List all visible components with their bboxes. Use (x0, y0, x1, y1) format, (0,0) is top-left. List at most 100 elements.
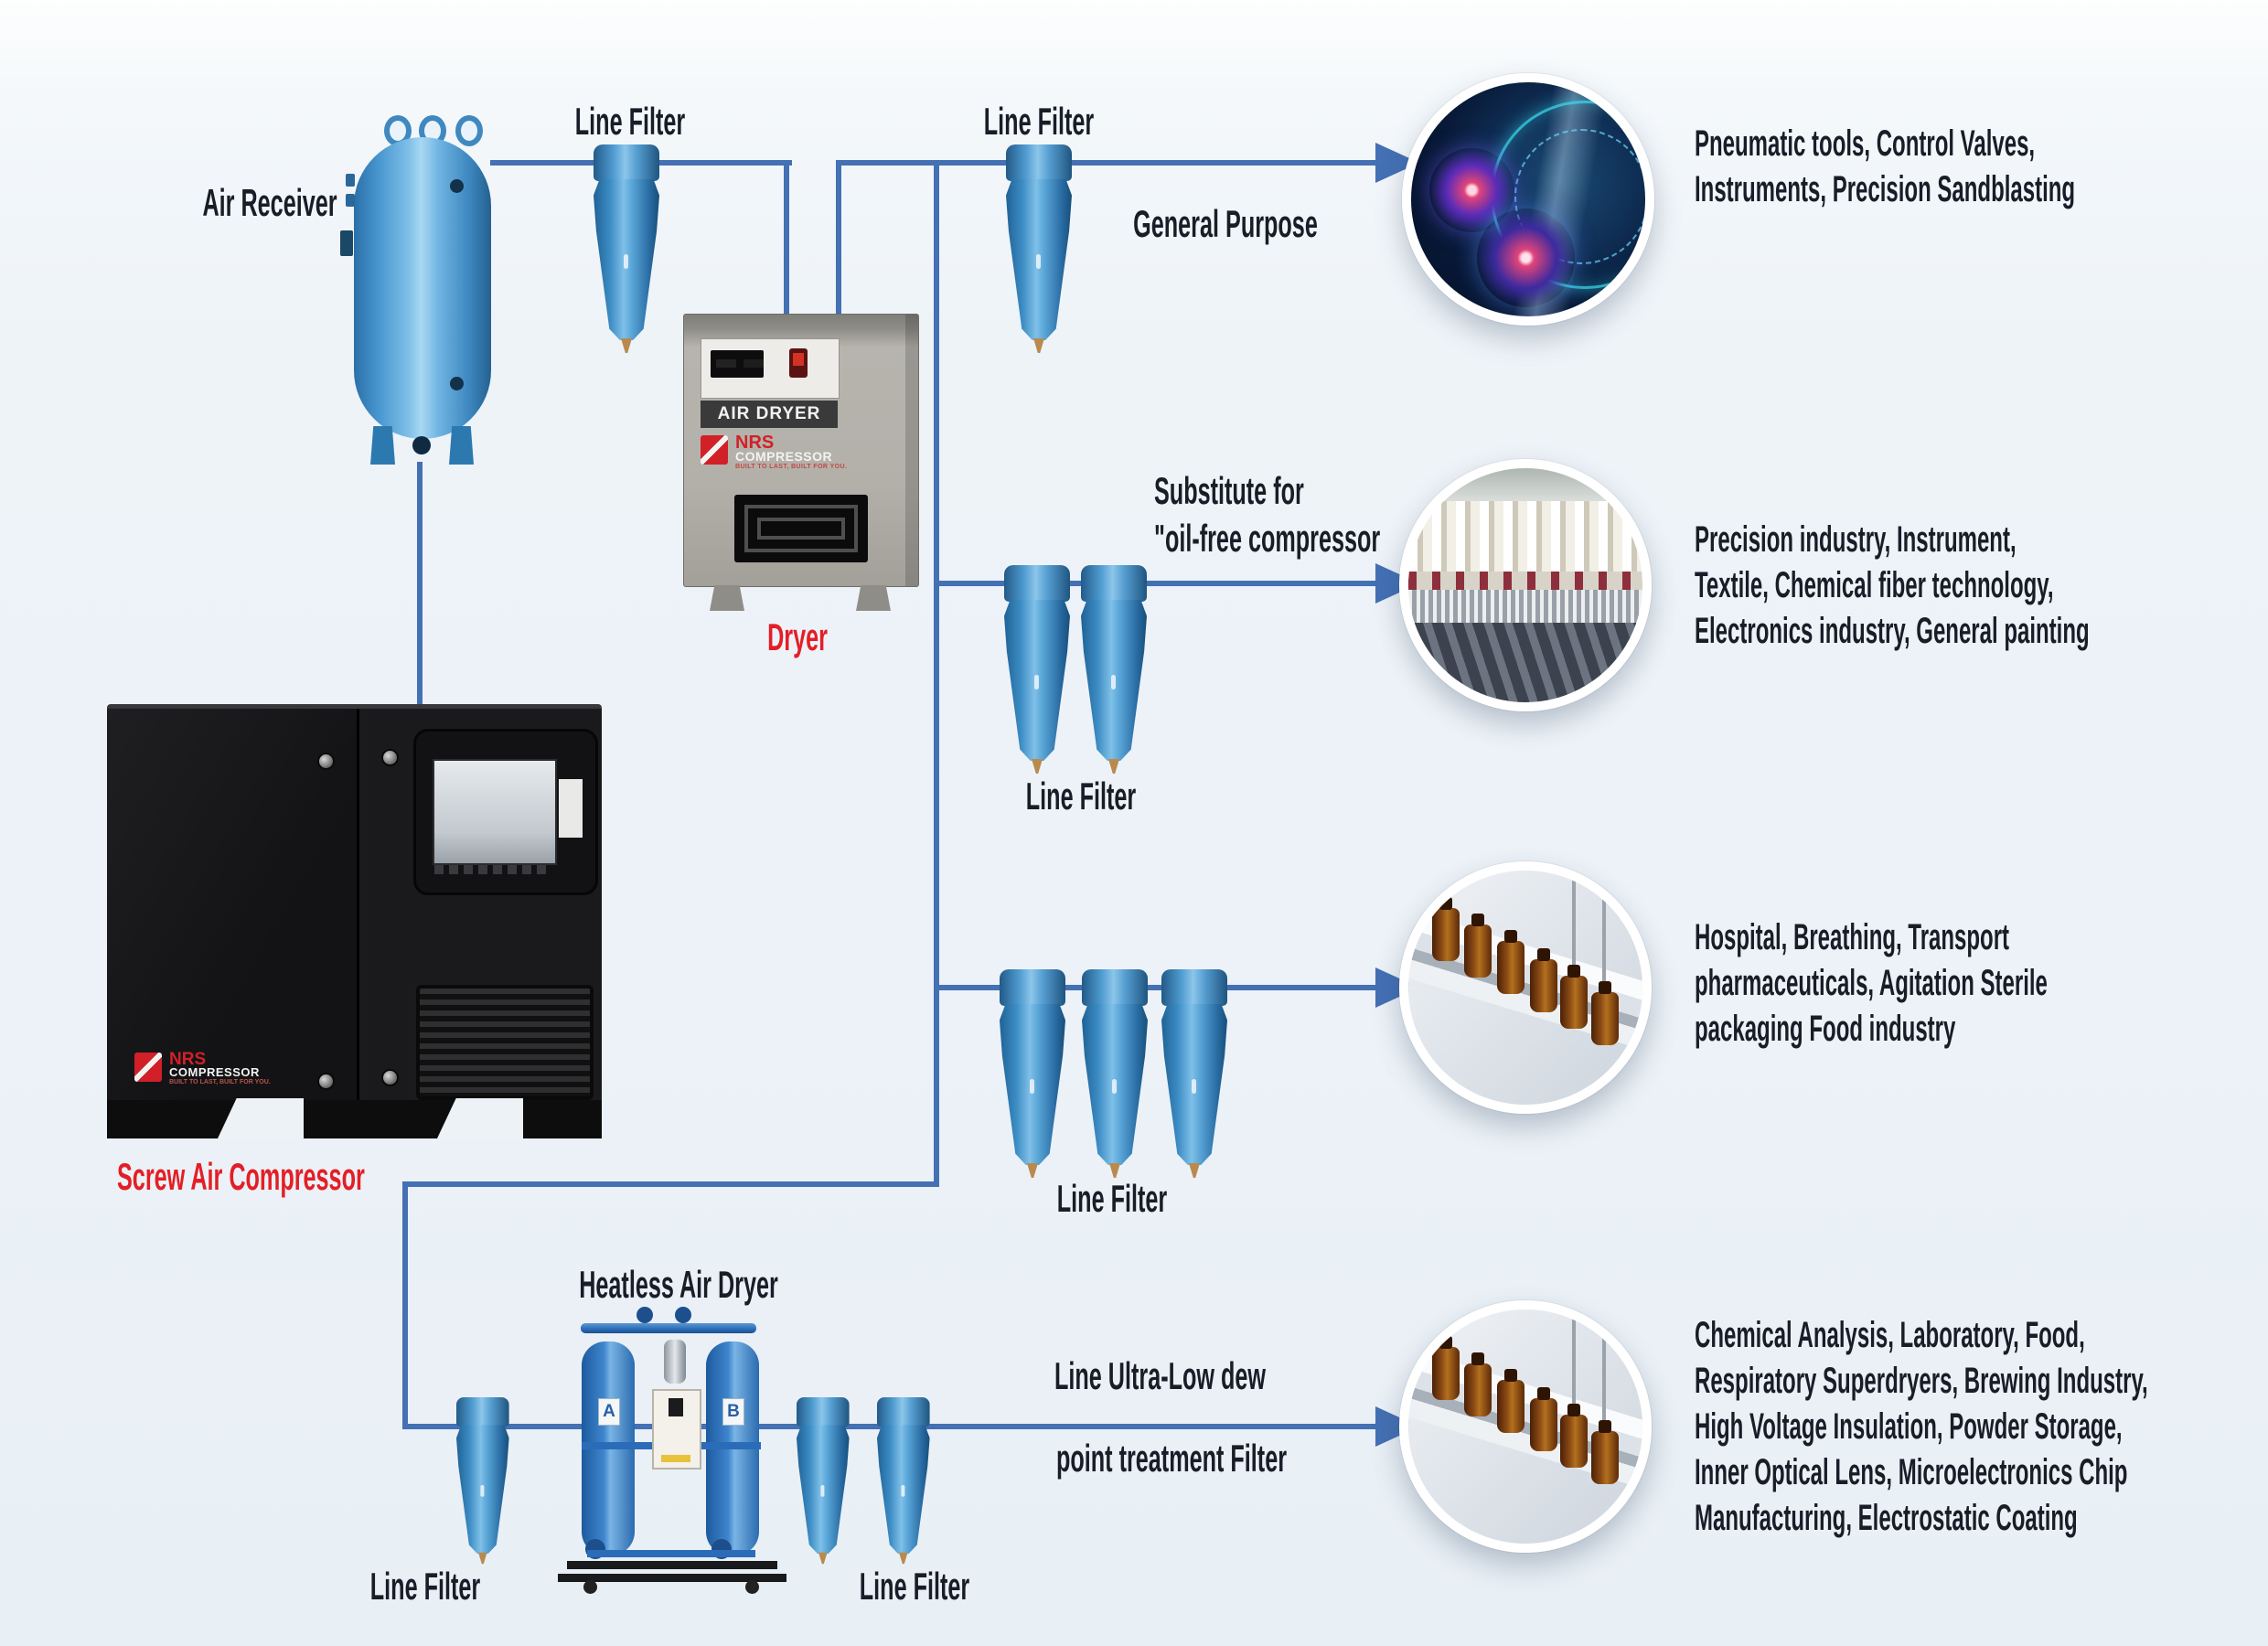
dryer-leg-icon (710, 585, 744, 611)
compressor-control-screen (413, 729, 598, 895)
filter-drain-tip (899, 1552, 908, 1565)
tank-lug-icon (455, 115, 483, 146)
bottle-icon (1560, 1404, 1589, 1469)
caster-wheel-icon (583, 1580, 597, 1594)
compressor-panel-seam (357, 709, 359, 1138)
label-dryer: Dryer (767, 615, 828, 658)
line-filter-unit (456, 1397, 509, 1567)
line-filter-unit (877, 1397, 930, 1567)
application-text-line: Chemical Analysis, Laboratory, Food, (1695, 1315, 2085, 1355)
filter-drain-tip (818, 1552, 828, 1565)
application-text-1: Pneumatic tools, Control Valves, Instrum… (1695, 121, 2268, 212)
label-substitute-line2: "oil-free compressor (1154, 517, 1381, 560)
refrigerated-dryer-unit: AIR DRYER NRS COMPRESSOR BUILT TO LAST, … (683, 314, 919, 611)
application-text-line: High Voltage Insulation, Powder Storage, (1695, 1406, 2123, 1447)
tank-fitting-icon (346, 174, 355, 187)
bolt-icon (317, 1073, 335, 1090)
application-text-line: Textile, Chemical fiber technology, (1695, 565, 2054, 605)
dryer-power-switch (789, 348, 808, 378)
coil-row (1408, 590, 1642, 625)
tank-leg-icon (370, 426, 395, 465)
brand-name: NRS (735, 433, 775, 453)
application-text-line: Electronics industry, General painting (1695, 611, 2090, 651)
bottle-icon (1497, 929, 1525, 994)
filter-drain-tip (1189, 1163, 1200, 1178)
tank-port-icon (450, 179, 464, 193)
brand-suffix: COMPRESSOR (169, 1065, 260, 1079)
label-line-filter-4: Line Filter (1056, 1177, 1168, 1220)
bolt-icon (381, 1069, 399, 1086)
label-heatless-air-dryer: Heatless Air Dryer (579, 1263, 778, 1306)
bottle-icon (1590, 981, 1619, 1046)
gauge-icon (1476, 208, 1576, 307)
rail-rod-icon (1572, 880, 1577, 1025)
tower-b-label: B (722, 1398, 744, 1426)
bolt-icon (381, 749, 399, 766)
thread-band (1408, 571, 1642, 591)
label-air-receiver: Air Receiver (202, 181, 337, 224)
application-photo-1 (1402, 73, 1654, 326)
filter-logo-mark (1030, 1079, 1034, 1094)
bottle-icon (1431, 1335, 1460, 1400)
application-photo-4 (1399, 1300, 1652, 1553)
bolt-icon (317, 753, 335, 770)
filter-logo-mark (820, 1485, 825, 1497)
heatless-top-manifold (581, 1323, 756, 1333)
compressor-base (107, 1100, 602, 1138)
line-filter-unit (797, 1397, 850, 1567)
filter-collar (797, 1397, 850, 1427)
application-text-line: pharmaceuticals, Agitation Sterile (1695, 963, 2048, 1003)
filter-collar (1004, 565, 1070, 602)
pipe-dryer-to-application1 (836, 160, 1416, 166)
heatless-lower-manifold (587, 1550, 755, 1557)
application-text-line: packaging Food industry (1695, 1009, 1956, 1049)
bottle-icon (1530, 1387, 1558, 1452)
bottle-icon (1464, 1352, 1492, 1416)
application-text-line: Respiratory Superdryers, Brewing Industr… (1695, 1361, 2148, 1401)
application-text-line: Pneumatic tools, Control Valves, (1695, 123, 2036, 164)
tank-drain-icon (412, 436, 431, 454)
dryer-display (711, 350, 764, 378)
filter-drain-tip (1109, 1163, 1120, 1178)
label-line-filter-1: Line Filter (574, 100, 686, 143)
hang-tag (559, 779, 583, 838)
heatless-dryer-unit: A B (558, 1303, 786, 1594)
application-text-2: Precision industry, Instrument, Textile,… (1695, 517, 2268, 654)
pipe-dryer-outlet (836, 160, 841, 315)
pipe-trunk (934, 160, 939, 1187)
application-text-line: Inner Optical Lens, Microelectronics Chi… (1695, 1452, 2128, 1492)
application-text-line: Instruments, Precision Sandblasting (1695, 169, 2076, 209)
tank-fitting-icon (346, 194, 355, 207)
label-line-filter-5: Line Filter (369, 1565, 481, 1608)
rail-rod-icon (1602, 1319, 1607, 1464)
tower-a-label: A (598, 1398, 620, 1426)
filter-logo-mark (1036, 254, 1041, 269)
air-receiver-tank (354, 137, 491, 439)
nrs-logo-icon (701, 435, 728, 465)
pipe-dryer-inlet (784, 160, 789, 315)
rail-rod-icon (1602, 880, 1607, 1025)
muffler-icon (664, 1340, 686, 1384)
filter-drain-tip (1108, 759, 1119, 774)
filter-drain-tip (1032, 759, 1043, 774)
heatless-control-box (652, 1389, 701, 1470)
line-filter-unit (1082, 969, 1148, 1181)
brand-suffix: COMPRESSOR (735, 449, 833, 464)
hud-ring-icon (1514, 129, 1645, 264)
label-line-filter-3: Line Filter (1025, 775, 1137, 818)
application-photo-2 (1399, 459, 1652, 711)
label-ultra-low-line1: Line Ultra-Low dew (1054, 1354, 1267, 1397)
dryer-vent-grille (734, 495, 868, 562)
filter-logo-mark (1192, 1079, 1196, 1094)
dryer-control-panel (701, 338, 840, 399)
application-text-line: Manufacturing, Electrostatic Coating (1695, 1498, 2078, 1538)
filter-drain-tip (478, 1552, 487, 1565)
pipe-row2 (934, 581, 1416, 586)
skid-frame-bar (558, 1574, 786, 1582)
brand-tagline: BUILT TO LAST, BUILT FOR YOU. (169, 1079, 271, 1085)
line-filter-unit (1004, 565, 1070, 777)
label-screw-air-compressor: Screw Air Compressor (117, 1155, 365, 1198)
compressor-vent-grille (416, 985, 594, 1100)
label-line-filter-6: Line Filter (859, 1565, 970, 1608)
